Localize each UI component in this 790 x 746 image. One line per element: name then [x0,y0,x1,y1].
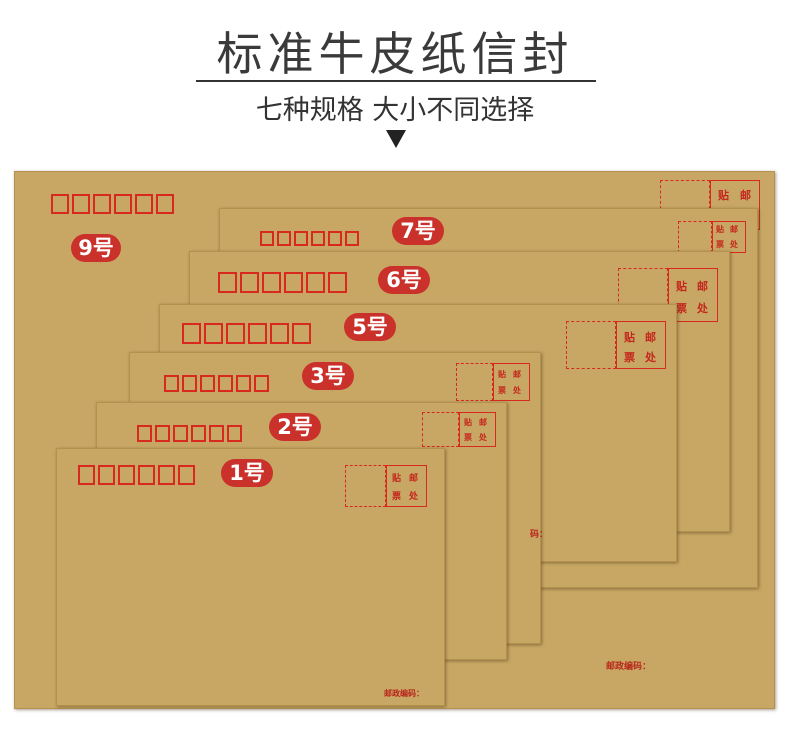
postal-code-box [191,425,206,442]
postal-code-box [345,231,359,246]
title-underline [196,80,596,82]
stamp-char: 处 [513,386,521,395]
size-label-5: 5号 [344,313,396,341]
postal-code-boxes [137,425,245,442]
postal-code-box [72,194,90,214]
postal-code-box [260,231,274,246]
postal-code-label: 邮政编码： [384,689,424,698]
postal-code-box [248,323,267,344]
postal-code-box [98,465,115,485]
envelope-size-1: 1号 贴 邮 票 处 邮政编码： [56,448,445,706]
stamp-char: 邮 [409,474,419,484]
postal-code-box [78,465,95,485]
postal-code-box [164,375,179,392]
stamp-char: 贴 [716,225,724,234]
postal-code-box [182,323,201,344]
postal-code-box [137,425,152,442]
stamp-char: 票 [392,492,402,502]
stamp-char: 贴 [464,418,472,427]
postal-code-box [226,323,245,344]
postal-code-box [118,465,135,485]
postal-code-box [158,465,175,485]
stamp-char: 贴 [392,474,402,484]
postal-code-box [156,194,174,214]
postal-code-box [328,272,347,293]
stamp-char: 贴 [498,370,506,379]
stamp-char: 贴 [624,331,635,344]
stamp-char: 邮 [479,418,487,427]
postal-code-box [173,425,188,442]
postal-code-box [155,425,170,442]
postal-code-box [182,375,197,392]
stamp-char: 处 [697,302,708,315]
stamp-char: 处 [479,433,487,442]
postal-code-boxes [78,465,198,485]
postal-code-boxes [51,194,177,214]
stamp-char: 票 [676,302,687,315]
postal-code-box [93,194,111,214]
postal-code-box [135,194,153,214]
postal-code-box [114,194,132,214]
stamp-char: 邮 [740,189,751,202]
postal-code-box [328,231,342,246]
size-label-3: 3号 [302,362,354,390]
postal-code-box [262,272,281,293]
postal-code-box [178,465,195,485]
stamp-char: 处 [409,492,419,502]
page-subtitle: 七种规格 大小不同选择 [255,95,535,126]
stamp-char: 贴 [718,189,729,202]
size-label-9: 9号 [71,234,121,262]
postal-code-box [311,231,325,246]
postal-code-box [236,375,251,392]
postal-code-box [292,323,311,344]
postal-code-label: 邮政编码： [606,662,652,672]
stamp-char: 贴 [676,280,687,293]
stamp-char: 邮 [513,370,521,379]
postal-code-box [200,375,215,392]
stamp-char: 票 [624,351,635,364]
down-arrow-icon [386,130,406,148]
postal-code-box [227,425,242,442]
postal-code-box [294,231,308,246]
postal-code-box [218,375,233,392]
postal-code-boxes [164,375,272,392]
page-title: 标准牛皮纸信封 [216,27,574,81]
stamp-char: 票 [498,386,506,395]
size-label-7: 7号 [392,217,444,245]
postal-code-box [138,465,155,485]
postal-code-box [254,375,269,392]
postal-code-box [51,194,69,214]
stamp-char: 处 [730,240,738,249]
stamp-char: 票 [464,433,472,442]
postal-code-box [284,272,303,293]
postal-code-boxes [218,272,350,293]
stamp-char: 票 [716,240,724,249]
postal-code-box [306,272,325,293]
stamp-char: 邮 [645,331,656,344]
size-label-1: 1号 [221,459,273,487]
postal-code-box [240,272,259,293]
postal-code-label-partial: 码： [530,530,549,540]
postal-code-box [209,425,224,442]
size-label-6: 6号 [378,266,430,294]
postal-code-boxes [182,323,314,344]
stamp-char: 邮 [730,225,738,234]
size-label-2: 2号 [269,413,321,441]
postal-code-box [270,323,289,344]
stamp-char: 邮 [697,280,708,293]
postal-code-box [204,323,223,344]
postal-code-box [218,272,237,293]
stamp-char: 处 [645,351,656,364]
postal-code-box [277,231,291,246]
postal-code-boxes [260,231,362,246]
